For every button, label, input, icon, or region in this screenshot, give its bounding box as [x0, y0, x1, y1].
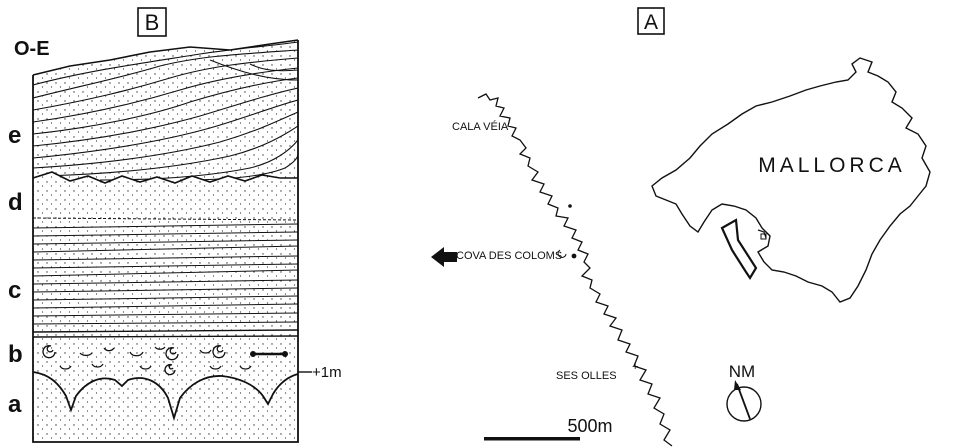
cova-des-coloms-point: [571, 253, 577, 259]
panel-b-tag: B: [145, 10, 160, 35]
layer-d-c-laminations: [32, 217, 299, 338]
layer-label-b: b: [8, 341, 23, 368]
layer-label-c: c: [8, 277, 21, 304]
layer-b-fossils: [42, 345, 252, 376]
orientation-label: O-E: [14, 38, 50, 60]
column-surface: [32, 39, 299, 76]
scale-label: 500m: [567, 416, 612, 436]
place-ses-olles: SES OLLES: [556, 370, 617, 382]
panel-a-tag: A: [644, 11, 658, 34]
coastline: [477, 93, 673, 447]
compass-circle-icon: [726, 386, 762, 422]
north-label: NM: [729, 362, 755, 381]
layer-label-e: e: [8, 122, 21, 149]
location-arrow-icon: [431, 247, 457, 267]
north-arrow: NM: [726, 362, 762, 422]
island-label: MALLORCA: [758, 154, 906, 177]
layer-e-crossbeds: [33, 41, 298, 181]
location-map: A CALA VÉIA COVA DES COLOMS SES OLLES + …: [431, 7, 931, 447]
layer-a-top-contact: [32, 371, 299, 422]
layer-e-base-contact: [32, 171, 298, 184]
layer-label-d: d: [8, 189, 23, 216]
column-outline: [32, 40, 299, 443]
site-arrow-icon: [720, 218, 758, 281]
scale-bar: 500m: [484, 416, 613, 441]
stratigraphic-column: B O-E: [8, 7, 342, 443]
bone-fragment: [250, 351, 288, 357]
panel-b-tag-box: [137, 7, 167, 37]
ses-olles-mark: +: [632, 361, 638, 373]
mallorca-outline: [651, 57, 931, 303]
place-cova-des-coloms: COVA DES COLOMS: [456, 250, 562, 262]
place-cala-veia: CALA VÉIA: [452, 120, 509, 133]
height-marker-label: +1m: [312, 364, 342, 381]
layer-label-a: a: [8, 391, 22, 418]
panel-a-tag-box: [637, 7, 665, 35]
